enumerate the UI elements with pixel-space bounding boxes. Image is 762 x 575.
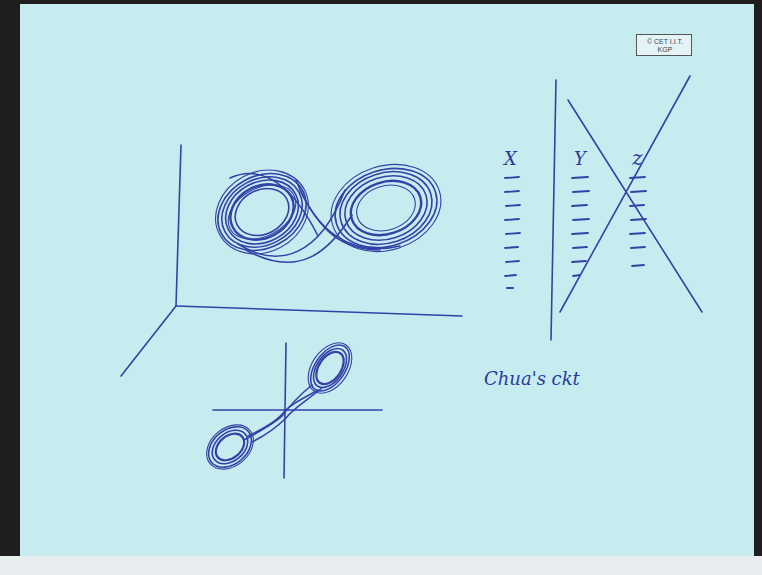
slide-background (20, 4, 754, 556)
watermark-box: © CET I.I.T. KGP (636, 34, 692, 56)
axis-label: Y (574, 148, 586, 169)
note-text: Chua's ckt (484, 368, 580, 389)
axis-label: X (504, 148, 517, 169)
axis-label: z (632, 146, 643, 170)
watermark-text: © CET I.I.T. KGP (641, 38, 689, 54)
screen-edge (0, 556, 762, 575)
